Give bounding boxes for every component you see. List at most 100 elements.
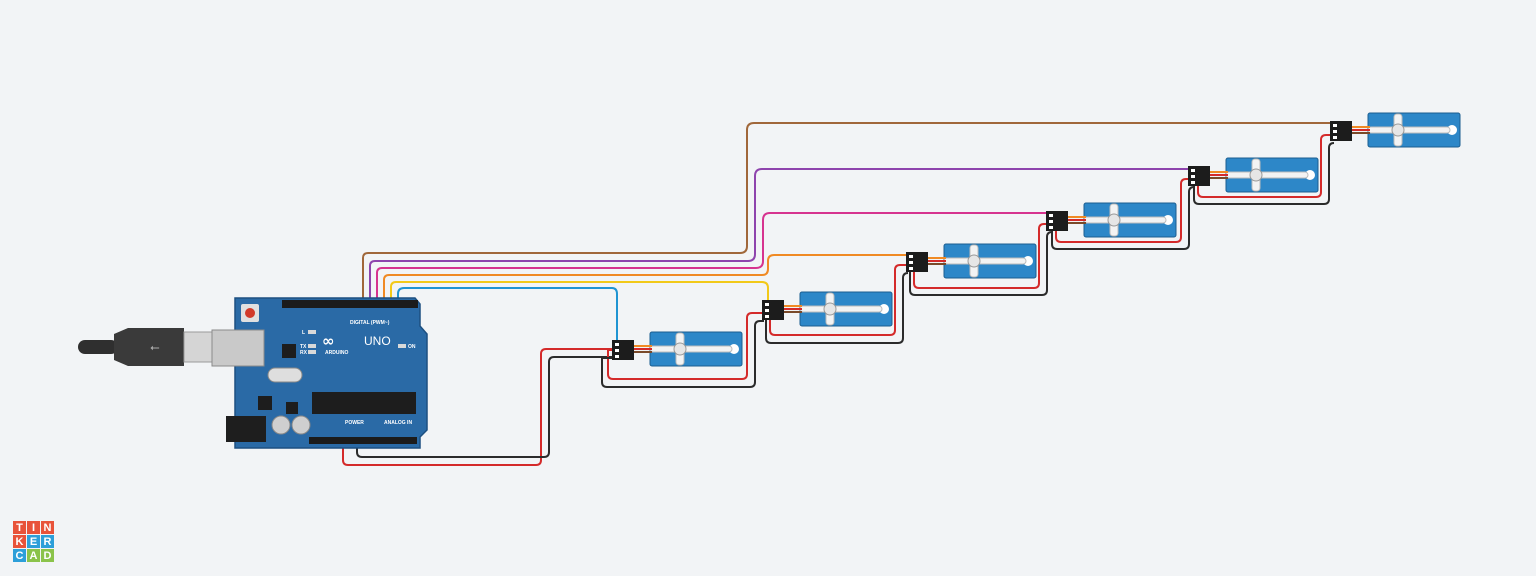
servo-horn-bar (1083, 216, 1167, 224)
svg-text:C: C (16, 550, 24, 562)
connector-pin (1191, 169, 1195, 172)
connector-pin (1333, 136, 1337, 139)
logo-letter-c: C (13, 549, 26, 562)
wire-gnd-chain-2[interactable] (764, 272, 909, 344)
usb-chip (282, 344, 296, 358)
svg-text:D: D (44, 550, 52, 562)
wire-signal-pin6[interactable] (383, 254, 914, 302)
svg-text:T: T (16, 522, 23, 534)
servo-horn-bar (1225, 171, 1309, 179)
usb-b-port (211, 329, 265, 367)
svg-text:N: N (44, 522, 52, 534)
svg-text:A: A (30, 550, 38, 562)
connector-pin (765, 315, 769, 318)
on-label: ON (408, 344, 416, 350)
servo-shaft (823, 302, 837, 316)
power-label: POWER (345, 420, 364, 426)
servo-group (612, 112, 1461, 367)
connector-pin (765, 303, 769, 306)
servo-horn-bar (799, 305, 883, 313)
usb-plug-grip (114, 328, 184, 366)
arduino-brand: ARDUINO (325, 350, 348, 356)
wire-5v[interactable] (342, 348, 614, 466)
connector-pin (1333, 124, 1337, 127)
power-jack (226, 416, 266, 442)
logo-letter-e: E (27, 535, 40, 548)
connector-pin (615, 343, 619, 346)
wire-gnd[interactable] (356, 356, 614, 458)
arduino-model: UNO (364, 334, 391, 348)
svg-text:R: R (44, 536, 52, 548)
svg-text:I: I (32, 522, 35, 534)
led-rx (308, 350, 316, 354)
arduino-uno-board[interactable]: ∞ ARDUINO UNO DIGITAL (PWM~) POWER ANALO… (211, 297, 428, 449)
reset-button-cap (245, 308, 255, 318)
rx-label: RX (300, 350, 308, 356)
led-on (398, 344, 406, 348)
servo-5[interactable] (1188, 157, 1319, 193)
servo-1[interactable] (612, 331, 743, 367)
logo-letter-a: A (27, 549, 40, 562)
servo-shaft (1107, 213, 1121, 227)
servo-shaft (673, 342, 687, 356)
logo-letter-r: R (41, 535, 54, 548)
wire-signal-pin7[interactable] (376, 212, 1054, 302)
servo-3[interactable] (906, 243, 1037, 279)
l-label: L (302, 330, 305, 336)
usb-cable[interactable]: ⭠ (78, 328, 213, 366)
connector-pin (765, 309, 769, 312)
digital-header (282, 300, 418, 308)
connector-pin (1049, 226, 1053, 229)
crystal-oscillator (267, 367, 303, 383)
servo-2[interactable] (762, 291, 893, 327)
connector-pin (1191, 181, 1195, 184)
svg-text:K: K (16, 536, 24, 548)
logo-letter-n: N (41, 521, 54, 534)
wire-gnd-chain-3[interactable] (908, 231, 1053, 296)
servo-horn-bar (943, 257, 1027, 265)
wire-signal-pin9[interactable] (362, 122, 1336, 302)
wire-5v-chain-3[interactable] (908, 223, 1050, 289)
arduino-infinity-icon: ∞ (322, 332, 335, 350)
connector-pin (1333, 130, 1337, 133)
wire-gnd-chain-5[interactable] (1192, 142, 1335, 205)
servo-shaft (1391, 123, 1405, 137)
atmega-chip (312, 392, 416, 414)
logo-letter-d: D (41, 549, 54, 562)
connector-pin (1049, 214, 1053, 217)
connector-pin (1049, 220, 1053, 223)
analog-label: ANALOG IN (384, 420, 412, 426)
usb-cable-end (78, 340, 118, 354)
connector-pin (615, 355, 619, 358)
servo-6[interactable] (1330, 112, 1461, 148)
wire-5v-chain-1[interactable] (607, 312, 764, 380)
led-l (308, 330, 316, 334)
wire-signal-pin8[interactable] (369, 168, 1196, 302)
usb-plug-metal (183, 331, 213, 363)
servo-horn-bar (649, 345, 733, 353)
logo-letter-t: T (13, 521, 26, 534)
wire-5v-chain-5[interactable] (1192, 134, 1334, 198)
servo-4[interactable] (1046, 202, 1177, 238)
logo-letter-k: K (13, 535, 26, 548)
wire-5v-chain-2[interactable] (764, 264, 908, 336)
wire-signal-pin5[interactable] (390, 281, 769, 302)
svg-text:E: E (30, 536, 37, 548)
led-tx (308, 344, 316, 348)
regulator-chip (286, 402, 298, 414)
connector-pin (615, 349, 619, 352)
wire-gnd-chain-4[interactable] (1050, 186, 1195, 250)
wire-signal-pin4[interactable] (397, 287, 618, 341)
voltage-regulator (258, 396, 272, 410)
wire-5v-chain-4[interactable] (1050, 178, 1192, 243)
tx-label: TX (300, 344, 307, 350)
connector-pin (909, 255, 913, 258)
power-analog-header (309, 437, 417, 444)
servo-shaft (967, 254, 981, 268)
wire-gnd-chain-1[interactable] (601, 320, 764, 388)
capacitor-1 (271, 415, 291, 435)
wires (342, 122, 1336, 466)
logo-letter-i: I (27, 521, 40, 534)
